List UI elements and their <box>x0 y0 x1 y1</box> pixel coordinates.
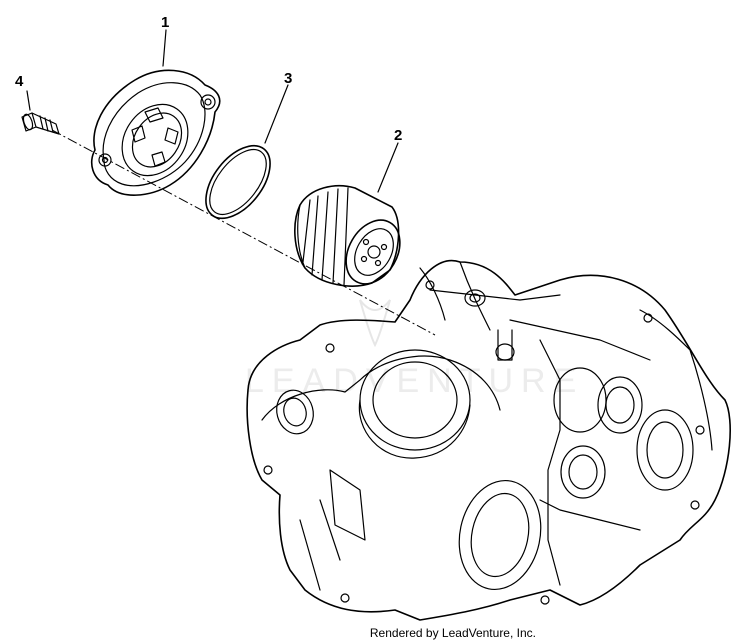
alignment-axis <box>51 129 436 336</box>
callout-2[interactable]: 2 <box>394 127 402 144</box>
oil-filter[interactable] <box>294 184 411 294</box>
callout-1[interactable]: 1 <box>161 14 169 31</box>
leader-line-1 <box>162 29 167 67</box>
oil-filter-cover[interactable] <box>91 69 221 196</box>
crankcase[interactable] <box>246 259 731 621</box>
callout-3[interactable]: 3 <box>284 70 292 87</box>
leader-line-3 <box>264 84 289 144</box>
leader-line-4 <box>26 90 31 111</box>
render-credit: Rendered by LeadVenture, Inc. <box>369 626 536 640</box>
watermark-text: LEADVENTURE <box>245 362 584 400</box>
o-ring[interactable] <box>193 134 283 230</box>
leader-line-2 <box>377 142 399 193</box>
callout-4[interactable]: 4 <box>15 73 24 90</box>
bolt[interactable] <box>21 112 60 135</box>
